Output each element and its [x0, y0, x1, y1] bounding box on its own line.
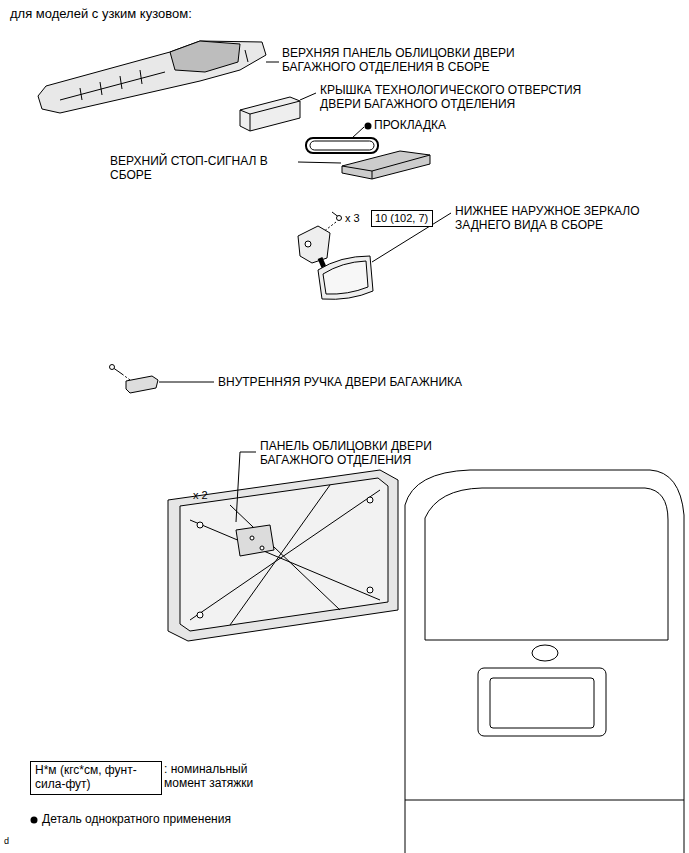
part-name: НИЖНЕЕ НАРУЖНОЕ ЗЕРКАЛО ЗАДНЕГО ВИДА В С… — [455, 205, 660, 233]
part-name: КРЫШКА ТЕХНОЛОГИЧЕСКОГО ОТВЕРСТИЯ ДВЕРИ … — [320, 84, 615, 112]
legend-note: : номинальный момент затяжки — [164, 763, 272, 791]
gasket — [306, 138, 378, 153]
legend-box: Н*м (кгс*см, фунт-сила-фут) — [30, 761, 162, 795]
stop-lamp — [342, 151, 430, 179]
figure-code: d — [4, 836, 9, 846]
legend-text: Деталь однократного применения — [42, 813, 231, 827]
one-time-use-mark — [365, 123, 372, 130]
part-name: ВЕРХНИЙ СТОП-СИГНАЛ В СБОРЕ — [110, 155, 290, 183]
torque-box: 10 (102, 7) — [371, 210, 433, 227]
upper-trim-panel — [38, 41, 266, 113]
rear-view-mirror — [298, 226, 373, 299]
legend-dot — [31, 817, 38, 824]
quantity: x 2 — [193, 489, 208, 502]
trim-panel — [168, 470, 398, 641]
quantity: x 3 — [345, 212, 360, 225]
part-name: ВНУТРЕННЯЯ РУЧКА ДВЕРИ БАГАЖНИКА — [218, 376, 462, 390]
part-name: ПРОКЛАДКА — [374, 119, 446, 133]
part-name: ПАНЕЛЬ ОБЛИЦОВКИ ДВЕРИ БАГАЖНОГО ОТДЕЛЕН… — [260, 440, 455, 468]
part-name: ВЕРХНЯЯ ПАНЕЛЬ ОБЛИЦОВКИ ДВЕРИ БАГАЖНОГО… — [282, 47, 567, 75]
heading: для моделей с узким кузовом: — [10, 7, 192, 22]
back-door — [405, 470, 684, 853]
inside-handle — [110, 365, 159, 394]
box-text: Н*м (кгс*см, фунт-сила-фут) — [35, 764, 157, 792]
box-text: 10 (102, 7) — [375, 212, 429, 225]
service-hole-cover — [240, 97, 300, 131]
